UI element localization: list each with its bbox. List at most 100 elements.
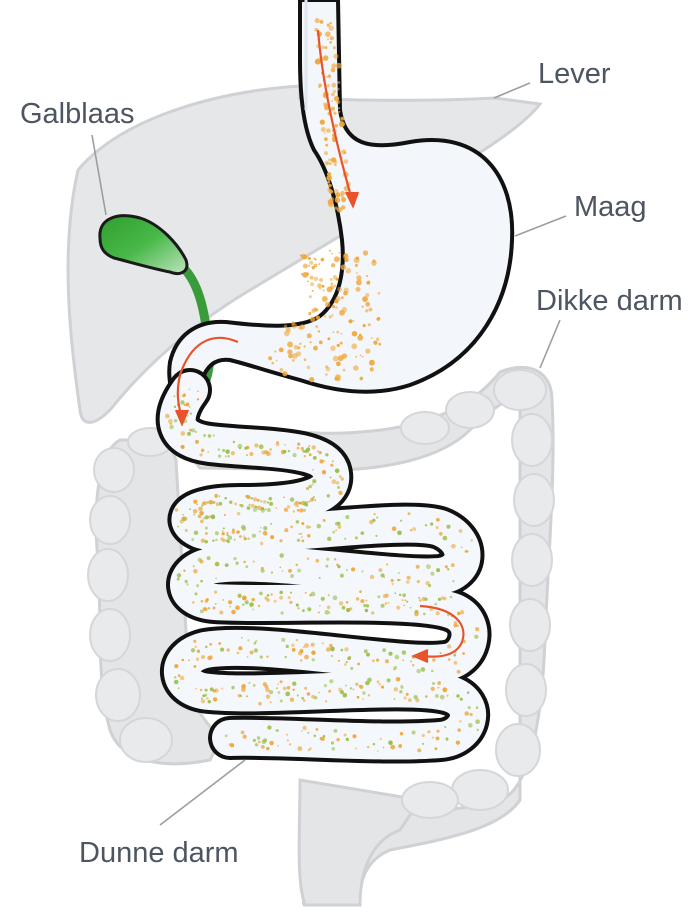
food-particle (221, 688, 223, 690)
food-particle (372, 259, 375, 262)
food-particle (265, 688, 270, 693)
food-particle (180, 400, 184, 404)
food-particle (247, 639, 249, 641)
food-particle (373, 341, 377, 345)
food-particle (327, 537, 331, 541)
food-particle (467, 691, 470, 694)
food-particle (294, 502, 298, 506)
food-particle (369, 308, 373, 312)
food-particle (366, 653, 370, 657)
food-particle (341, 477, 344, 480)
food-particle (432, 658, 436, 662)
food-particle (329, 22, 332, 25)
food-particle (209, 643, 212, 646)
food-particle (180, 431, 185, 436)
food-particle (309, 295, 312, 298)
food-particle (337, 207, 342, 212)
food-particle (421, 667, 426, 672)
food-particle (365, 681, 370, 686)
food-particle (309, 261, 313, 265)
food-particle (370, 575, 374, 579)
food-particle (333, 729, 337, 733)
food-particle (255, 743, 258, 746)
food-particle (253, 560, 255, 562)
food-particle (236, 530, 239, 533)
food-particle (448, 658, 451, 661)
food-particle (424, 598, 427, 601)
label-lever: Lever (538, 60, 611, 89)
food-particle (235, 561, 238, 564)
food-particle (401, 685, 403, 687)
food-particle (399, 690, 402, 693)
food-particle (186, 583, 188, 585)
food-particle (277, 691, 280, 694)
food-particle (241, 730, 245, 734)
food-particle (200, 580, 203, 583)
food-particle (440, 695, 445, 700)
food-particle (447, 644, 451, 648)
food-particle (296, 520, 300, 524)
food-particle (227, 455, 230, 458)
food-particle (360, 354, 362, 356)
food-particle (290, 526, 293, 529)
food-particle (332, 139, 335, 142)
food-particle (331, 157, 336, 162)
food-particle (315, 18, 320, 23)
food-particle (329, 315, 332, 318)
food-particle (239, 695, 242, 698)
food-particle (329, 250, 331, 252)
food-particle (227, 540, 230, 543)
food-particle (377, 680, 380, 683)
food-particle (196, 584, 199, 587)
food-particle (223, 527, 225, 529)
food-particle (269, 497, 273, 501)
food-particle (254, 648, 258, 652)
food-particle (233, 557, 236, 560)
food-particle (341, 195, 344, 198)
food-particle (335, 278, 338, 281)
food-particle (185, 404, 187, 406)
food-particle (368, 323, 371, 326)
food-particle (218, 448, 221, 451)
food-particle (319, 451, 322, 454)
food-particle (371, 611, 374, 614)
food-particle (246, 695, 248, 697)
food-particle (200, 689, 203, 692)
food-particle (310, 282, 314, 286)
food-particle (408, 698, 412, 702)
food-particle (216, 502, 218, 504)
food-particle (225, 449, 230, 454)
food-particle (284, 508, 288, 512)
food-particle (359, 377, 363, 381)
food-particle (361, 306, 363, 308)
food-particle (442, 687, 447, 692)
food-particle (212, 539, 214, 541)
food-particle (332, 531, 335, 534)
food-particle (360, 685, 364, 689)
food-particle (311, 592, 316, 597)
food-particle (338, 355, 344, 361)
food-particle (296, 603, 299, 606)
food-particle (274, 351, 276, 353)
food-particle (311, 445, 315, 449)
food-particle (344, 287, 349, 292)
food-particle (174, 419, 177, 422)
food-particle (207, 451, 209, 453)
food-particle (344, 733, 347, 736)
food-particle (301, 447, 304, 450)
food-particle (292, 353, 298, 359)
food-particle (410, 529, 413, 532)
food-particle (304, 655, 309, 660)
food-particle (439, 532, 443, 536)
food-particle (335, 306, 337, 308)
food-particle (310, 276, 314, 280)
food-particle (286, 645, 289, 648)
food-particle (341, 197, 346, 202)
food-particle (237, 652, 240, 655)
food-particle (325, 610, 330, 615)
food-particle (394, 687, 398, 691)
food-particle (292, 453, 296, 457)
food-particle (203, 517, 205, 519)
food-particle (241, 687, 246, 692)
food-particle (434, 747, 437, 750)
